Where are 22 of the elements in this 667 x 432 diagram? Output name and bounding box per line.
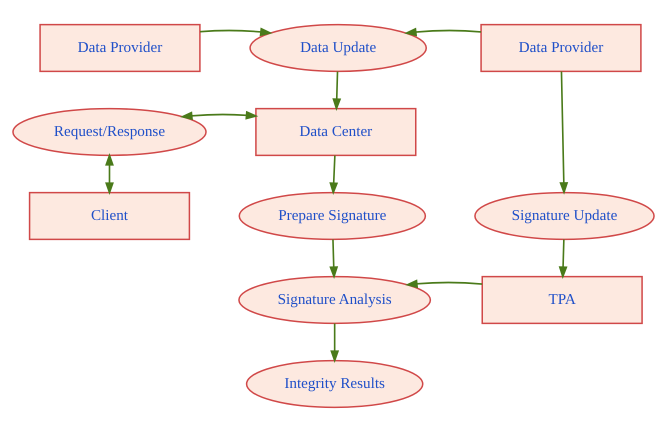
arrow: [180, 110, 258, 120]
node-box: Data Provider: [480, 24, 642, 72]
arrow: [200, 28, 273, 36]
arrow: [558, 239, 568, 280]
arrow: [332, 71, 342, 112]
node-box: TPA: [481, 276, 643, 324]
arrow: [329, 239, 338, 280]
node-box: Client: [28, 192, 190, 240]
arrow: [330, 323, 340, 364]
arrow: [329, 155, 338, 196]
arrow: [405, 279, 482, 288]
node-box: Data Provider: [39, 24, 201, 72]
arrow: [559, 72, 568, 195]
arrow: [404, 28, 482, 36]
node-ellipse: Integrity Results: [246, 360, 424, 408]
node-ellipse: Data Update: [249, 24, 427, 72]
node-ellipse: Request/Response: [12, 108, 207, 156]
arrow: [105, 153, 114, 196]
node-box: Data Center: [255, 108, 416, 156]
node-ellipse: Signature Update: [474, 192, 655, 240]
node-ellipse: Signature Analysis: [238, 276, 432, 324]
node-ellipse: Prepare Signature: [238, 192, 426, 240]
